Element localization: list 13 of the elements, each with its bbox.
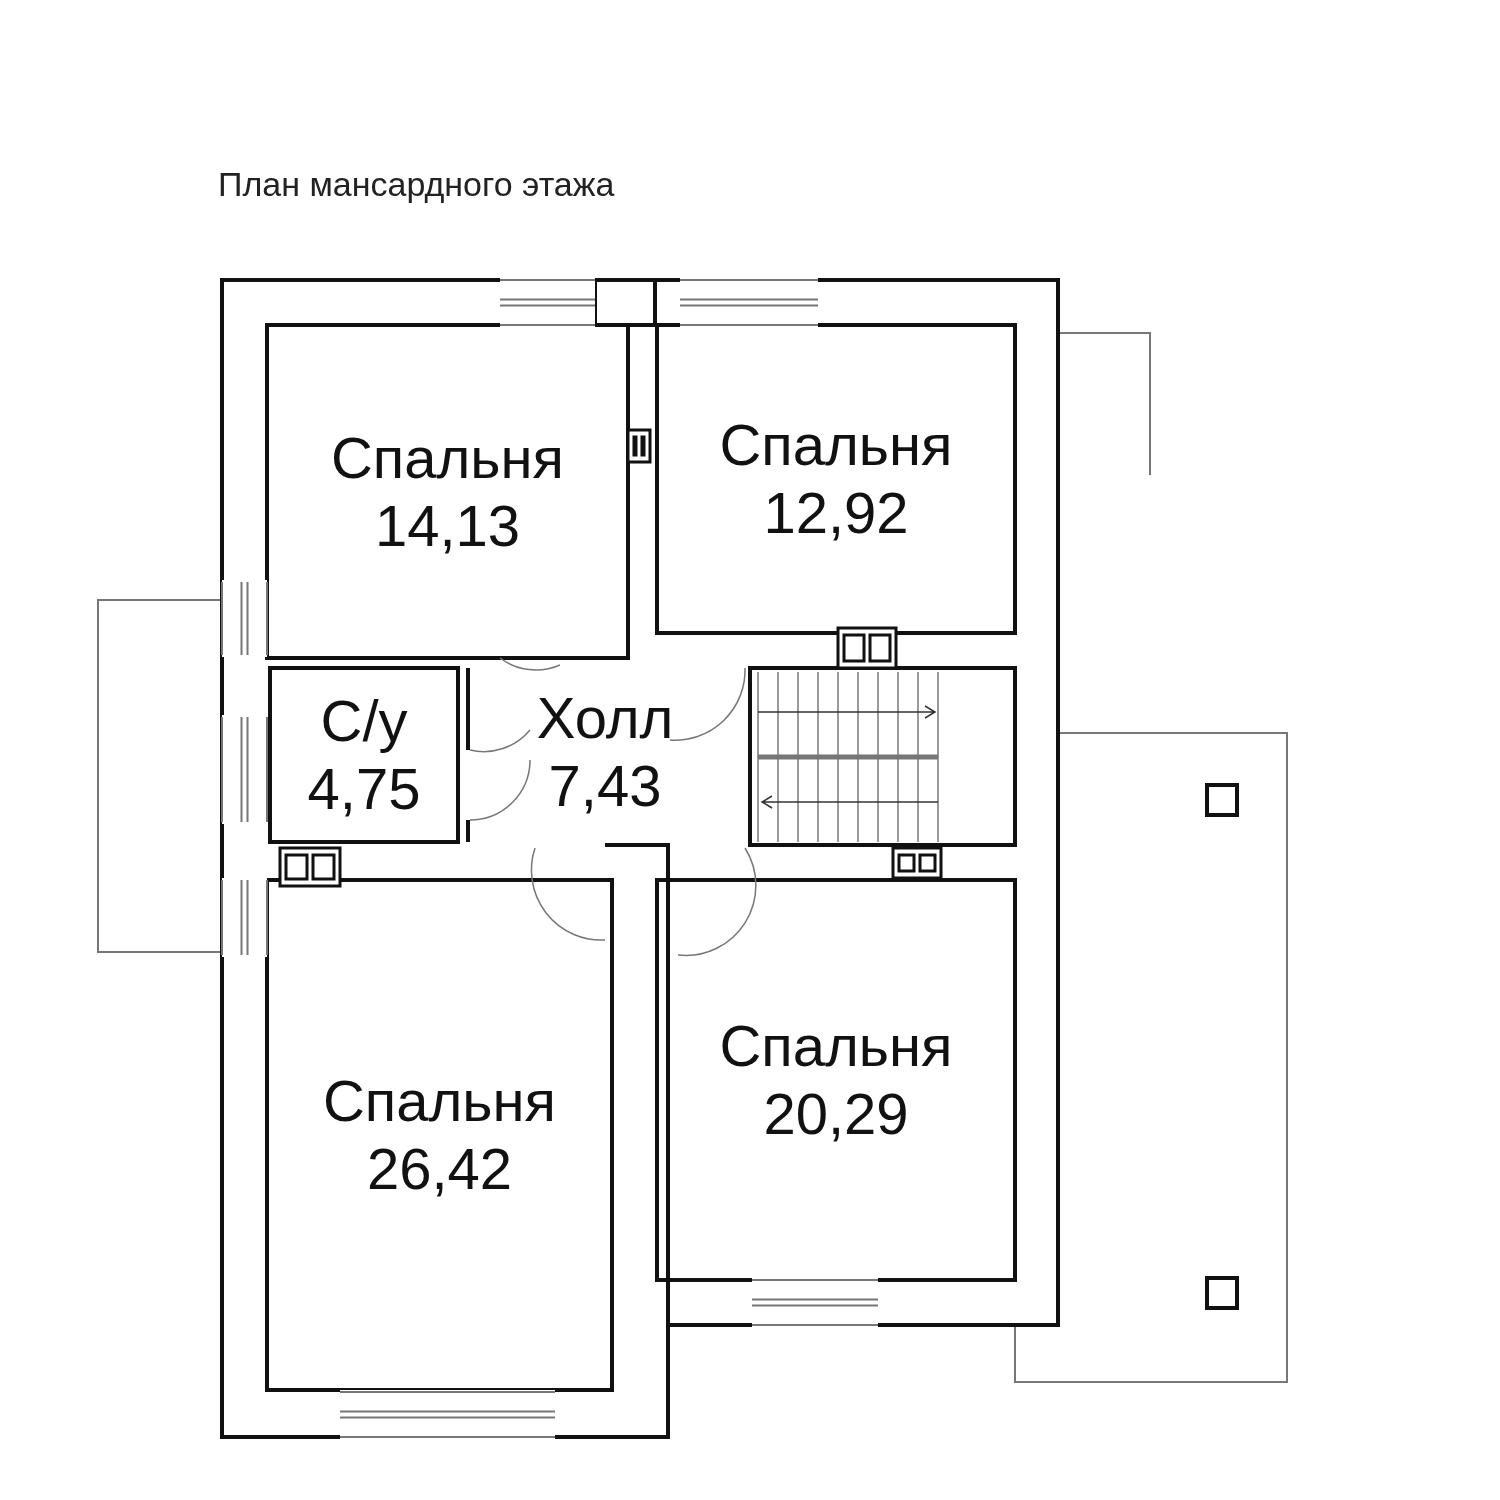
room-name: Спальня (322, 1067, 557, 1135)
room-name: С/у (320, 687, 408, 755)
room-name: Спальня (330, 423, 565, 492)
room-area: 26,42 (366, 1135, 513, 1203)
room-area: 4,75 (307, 755, 421, 823)
room-name: Спальня (719, 1012, 953, 1080)
room-area: 20,29 (763, 1080, 909, 1148)
room-name: Холл (536, 684, 674, 752)
room-name: Спальня (719, 411, 953, 479)
plan-title: План мансардного этажа (218, 165, 615, 204)
room-area: 14,13 (374, 491, 521, 560)
room-area: 12,92 (763, 479, 909, 547)
room-area: 7,43 (548, 752, 662, 820)
